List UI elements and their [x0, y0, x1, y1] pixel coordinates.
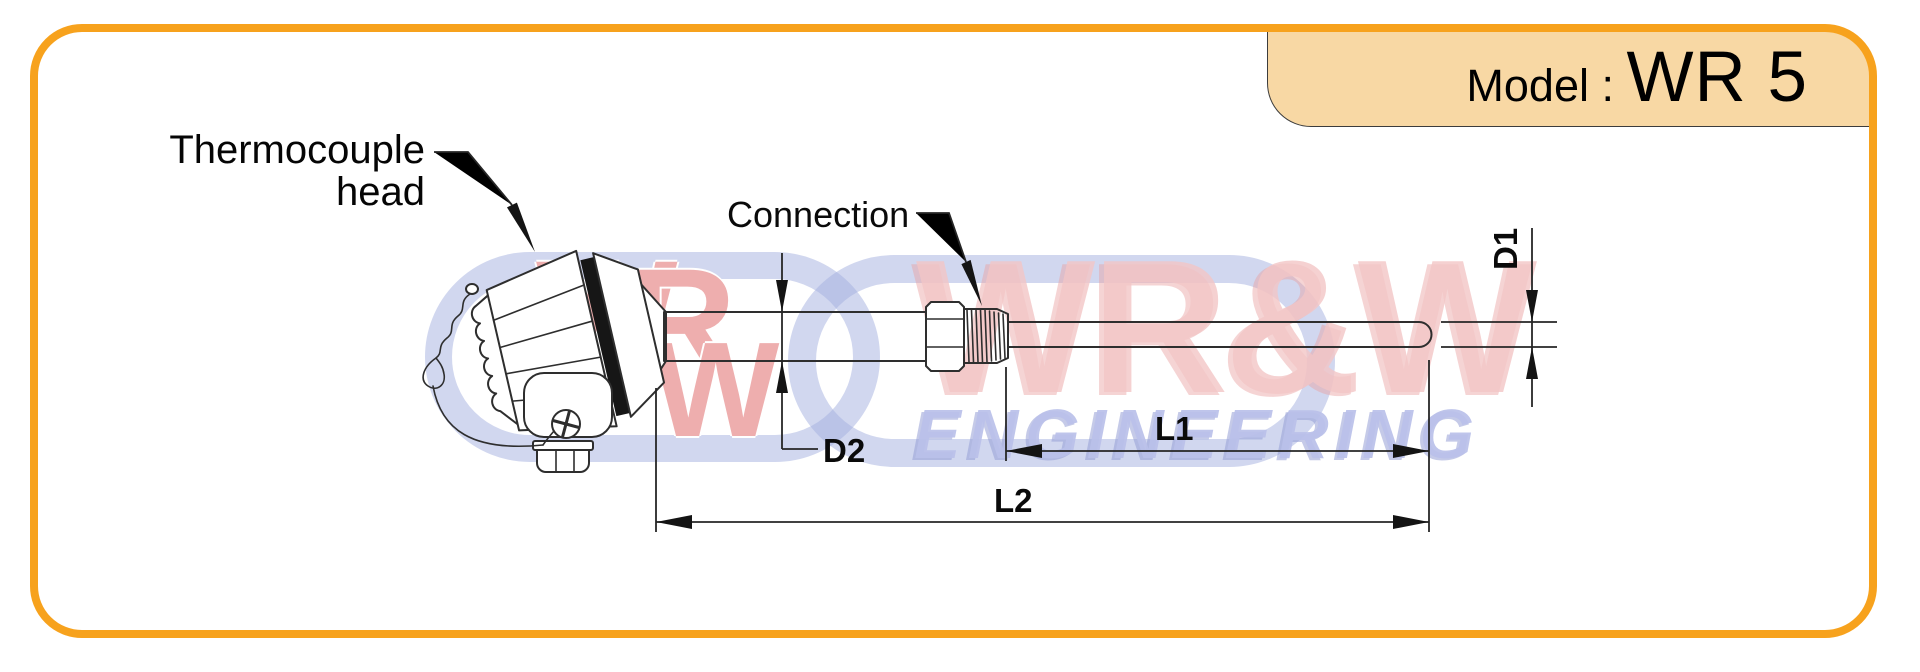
dim-l1-arrow-icon — [1006, 444, 1042, 458]
connection-leader-arrow-icon — [961, 259, 982, 306]
thermocouple-head-leader-arrow-icon — [507, 202, 535, 252]
cap-rib — [505, 356, 602, 375]
thread-lines — [966, 309, 1006, 363]
support-tube — [663, 311, 929, 362]
dim-d1-arrow-icon — [1526, 290, 1538, 322]
model-tab: Model : WR 5 — [1267, 26, 1871, 127]
dim-d2-arrow-icon — [776, 280, 788, 312]
thermocouple-head-leader-line — [434, 151, 513, 206]
thermocouple-drawing — [422, 249, 1433, 473]
label-thermocouple-head-line1: Thermocouple — [169, 128, 425, 172]
label-dim-l2: L2 — [994, 482, 1033, 519]
dim-l2-arrow-icon — [656, 515, 692, 529]
label-dim-l1: L1 — [1155, 410, 1194, 447]
hex-plug — [536, 449, 590, 473]
thread-outline — [963, 308, 1009, 364]
connection-leader-line — [916, 212, 967, 263]
screw-cross-icon — [551, 409, 581, 439]
label-connection: Connection — [727, 194, 909, 235]
dim-d2-arrow-icon — [776, 361, 788, 393]
chain-teardrop — [422, 357, 446, 389]
label-dim-d2: D2 — [823, 432, 865, 469]
chain-pin — [465, 283, 479, 295]
dim-l1-arrow-icon — [1393, 444, 1429, 458]
probe-sheath — [1007, 321, 1433, 348]
gasket-seal — [580, 257, 630, 417]
connection-hex-nut — [925, 301, 965, 372]
cap-rib — [492, 284, 585, 322]
model-tab-prefix: Model : — [1466, 60, 1627, 111]
label-dim-d1: D1 — [1487, 228, 1524, 270]
dim-l2-arrow-icon — [1393, 515, 1429, 529]
cap-rib — [499, 320, 594, 349]
label-thermocouple-head-line2: head — [336, 170, 425, 214]
model-tab-number: WR 5 — [1626, 38, 1808, 117]
dim-d1-arrow-icon — [1526, 347, 1538, 379]
cap-knurl-band — [470, 293, 520, 427]
chain — [435, 293, 471, 359]
